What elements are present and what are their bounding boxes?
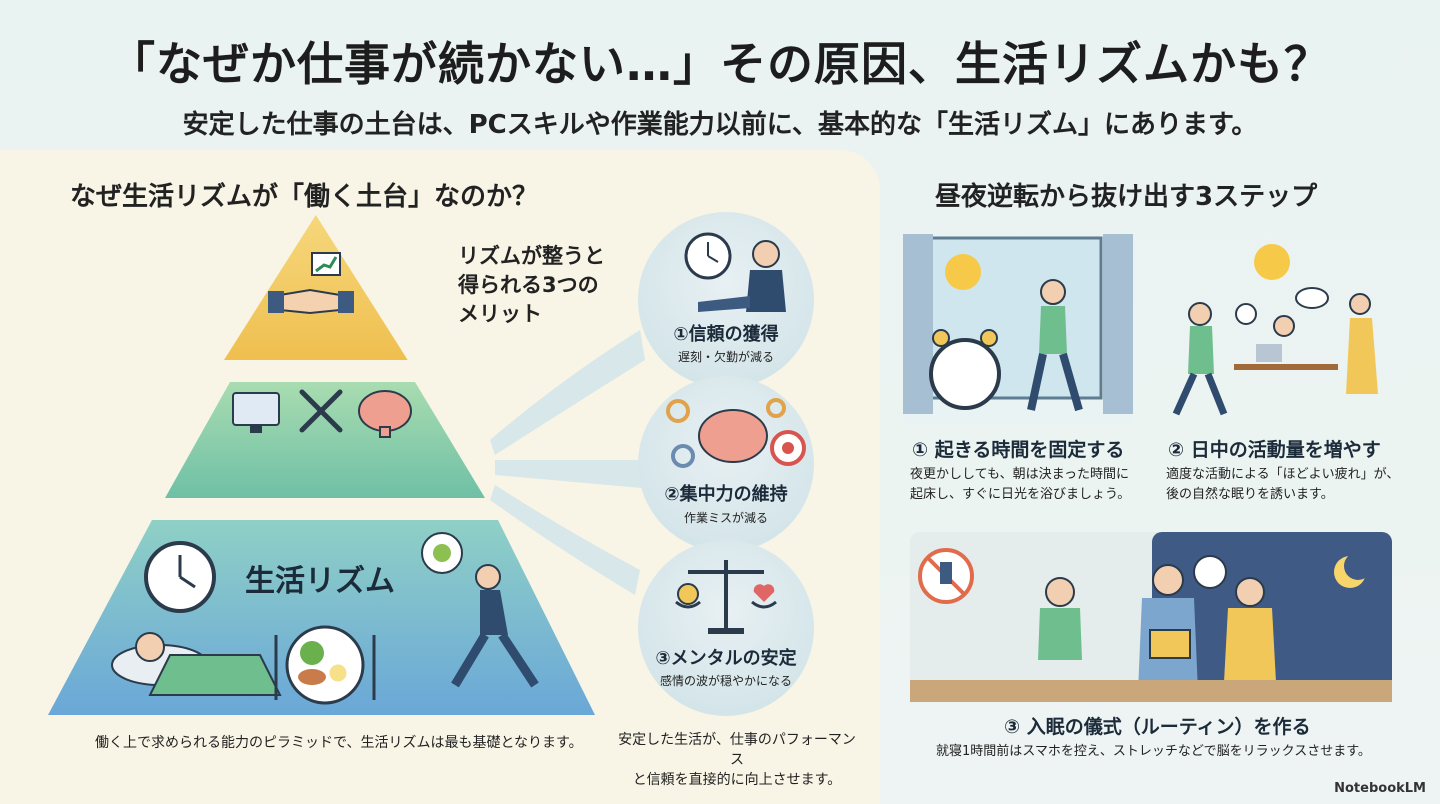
brain-icon [358, 390, 412, 438]
handshake-icon [268, 288, 354, 315]
merit-sub: 感情の波が穏やかになる [659, 674, 792, 688]
step1-illustration [903, 234, 1133, 424]
desk [1234, 364, 1338, 370]
pyramid-caption: 働く上で求められる能力のピラミッドで、生活リズムは最も基礎となります。 [95, 735, 583, 751]
plate-icon [274, 625, 376, 705]
merit-title: ①信頼の獲得 [673, 324, 779, 345]
handshake-clock-illustration [684, 232, 786, 312]
step-desc: 就寝1時間前はスマホを控え、ストレッチなどで脳をリラックスさせます。 [936, 744, 1371, 759]
runner-icon [451, 564, 539, 688]
merit-circle-focus: ②集中力の維持 作業ミスが減る [638, 376, 814, 552]
page-subtitle: 安定した仕事の土台は、PCスキルや作業能力以前に、基本的な「生活リズム」にありま… [182, 110, 1258, 140]
alarm-clock-icon [929, 338, 1001, 410]
gear-icon [766, 398, 786, 418]
monitor-icon [232, 392, 280, 433]
step-desc: 適度な活動による「ほどよい疲れ」が、 後の自然な眠りを誘います。 [1166, 467, 1400, 502]
merits-caption: 安定した生活が、仕事のパフォーマンス と信頼を直接的に向上させます。 [618, 732, 856, 788]
merit-circle-trust: ①信頼の獲得 遅刻・欠勤が減る [638, 212, 814, 388]
brain-icon [698, 409, 768, 463]
brain-target-illustration [666, 398, 806, 468]
laptop-icon [1256, 344, 1282, 362]
merit-title: ③メンタルの安定 [655, 648, 797, 669]
salad-bubble-icon [421, 532, 463, 574]
merits-title: リズムが整うと 得られる3つの メリット [458, 244, 605, 326]
step-desc: 夜更かししても、朝は決まった時間に 起床し、すぐに日光を浴びましょう。 [910, 467, 1131, 502]
step-title: ① 起きる時間を固定する [912, 439, 1125, 461]
clock-icon [144, 541, 216, 613]
chart-icon [311, 252, 341, 276]
tools-icon [299, 389, 343, 433]
merit-title: ②集中力の維持 [664, 484, 788, 505]
gear-icon [666, 399, 690, 423]
sun-icon [945, 254, 981, 290]
page-title: 「なぜか仕事が続かない…」その原因、生活リズムかも？ [109, 37, 1331, 91]
step-title: ② 日中の活動量を増やす [1168, 439, 1381, 461]
merit-circle-mental: ③メンタルの安定 感情の波が穏やかになる [638, 540, 814, 716]
brand-label: NotebookLM [1334, 781, 1426, 796]
person-stretching-icon [1040, 279, 1066, 305]
sun-icon [1254, 244, 1290, 280]
book-icon [1149, 629, 1191, 659]
left-heading: なぜ生活リズムが「働く土台」なのか？ [70, 182, 539, 212]
pyramid-top-tier [224, 215, 408, 360]
gear-icon [671, 444, 695, 468]
merit-sub: 作業ミスが減る [683, 511, 768, 525]
tea-icon [1193, 555, 1227, 589]
pyramid-base-label: 生活リズム [245, 564, 395, 599]
scale-illustration [675, 560, 777, 634]
sleeping-person-icon [111, 632, 282, 696]
pyramid-middle-tier [165, 382, 485, 498]
step-title: ③ 入眠の儀式（ルーティン）を作る [1004, 716, 1311, 738]
step3-illustration [910, 532, 1392, 702]
merit-sub: 遅刻・欠勤が減る [677, 350, 774, 364]
step2-illustration [1172, 244, 1378, 416]
right-heading: 昼夜逆転から抜け出す3ステップ [935, 182, 1318, 212]
speech-bubble-icon [1295, 287, 1329, 309]
merit-beams [490, 330, 645, 595]
clock-icon [1235, 303, 1257, 325]
ability-pyramid [48, 215, 595, 715]
